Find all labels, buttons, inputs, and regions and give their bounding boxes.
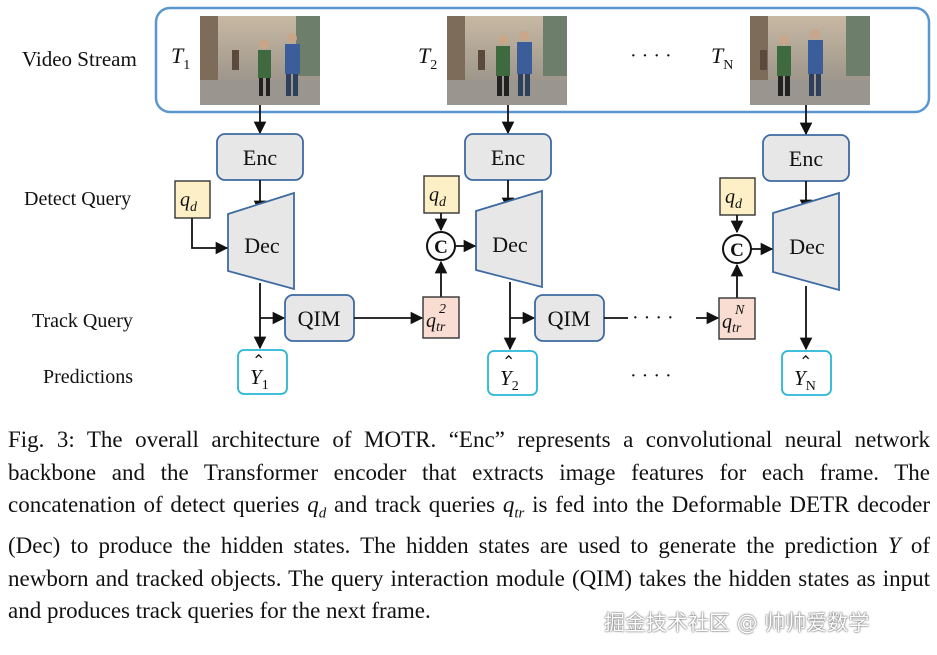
frame-label-t1: T1 [171,43,190,73]
video-frame-2 [447,16,567,105]
caption-y-symbol: Y [887,533,901,559]
track-query-sup-n: N [734,303,745,318]
detect-query-label-n: qd [725,186,743,212]
video-stream-label: Video Stream [22,47,137,71]
predictions-ellipsis: · · · · [630,365,672,387]
track-query-box-n [718,297,756,340]
qim-label-2: QIM [548,306,591,331]
caption-qd-symbol: q [307,492,319,517]
prediction-label-n: YN [794,366,816,394]
qim-label-1: QIM [298,306,341,331]
concat-label-2: C [434,237,448,258]
track-query-sup-2: 2 [439,302,446,317]
watermark-text: 掘金技术社区 @ 帅帅爱数学 [604,611,870,635]
detect-query-box-1 [174,180,211,219]
video-stream-ellipsis: · · · · [630,45,672,67]
caption-qtr-symbol: q [502,492,515,517]
caption-part-1: Fig. 3: The overall architecture of MOTR… [8,427,930,517]
track-query-box-2 [422,296,460,339]
decoder-label-2: Dec [492,232,528,257]
track-query-label-2: qtr [426,310,446,335]
arrow-qd-to-dec-1 [191,218,229,255]
track-query-label-n: qtr [722,311,742,336]
caption-part-3: is fed into the Deformable DETR decoder … [8,492,930,559]
detect-query-label: Detect Query [24,188,131,210]
video-stream-box [154,6,931,114]
encoder-label-n: Enc [789,146,823,171]
encoder-label-1: Enc [243,145,277,170]
video-frame-1 [200,16,320,105]
detect-query-label-2: qd [429,184,447,210]
frame-label-tn: TN [711,43,733,73]
prediction-box-1 [237,349,288,395]
caption-qd-subscript: d [318,505,327,522]
predictions-label: Predictions [43,366,133,388]
decoder-label-1: Dec [244,233,280,258]
detect-query-box-n [719,177,756,216]
caption-part-2: and track queries [326,492,503,517]
encoder-label-2: Enc [491,145,525,170]
prediction-hat-n: ⌃ [799,354,812,371]
video-frame-n [750,16,870,105]
caption-qtr-subscript: tr [514,505,525,522]
prediction-label-2: Y2 [500,366,519,394]
decoder-label-n: Dec [789,234,825,259]
prediction-hat-2: ⌃ [502,354,515,371]
frame-label-t2: T2 [418,43,437,73]
prediction-label-1: Y1 [250,365,269,393]
caption-part-4: of newborn and tracked objects. The quer… [8,533,930,624]
detect-query-label-1: qd [180,189,198,215]
concat-label-n: C [730,240,744,261]
prediction-box-2 [487,350,538,396]
figure-caption: Fig. 3: The overall architecture of MOTR… [8,424,930,628]
track-query-ellipsis: · · · · [632,307,674,329]
track-query-label: Track Query [32,310,133,332]
prediction-box-n [781,350,832,396]
prediction-hat-1: ⌃ [252,353,265,370]
motr-architecture-diagram: Video Stream Detect Query Track Query Pr… [22,6,931,396]
